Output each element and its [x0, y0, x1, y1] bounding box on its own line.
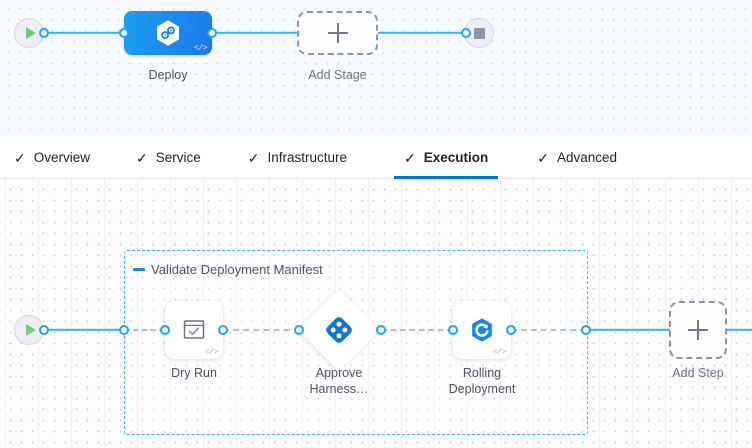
tab-underline-active	[394, 175, 499, 179]
end-input-port[interactable]	[461, 28, 471, 38]
harness-deploy-icon	[157, 20, 179, 46]
add-step-node[interactable]: Add Step	[669, 301, 727, 380]
execution-canvas[interactable]: Validate Deployment Manifest </>	[0, 179, 752, 448]
rolling-input-port[interactable]	[448, 325, 458, 335]
add-stage-label: Add Stage	[308, 68, 367, 82]
tab-service-label: Service	[155, 150, 201, 165]
link-group-addstep	[586, 328, 670, 332]
link-approve-rolling	[381, 329, 453, 331]
tab-infrastructure-label: Infrastructure	[267, 150, 348, 165]
approve-input-port[interactable]	[294, 325, 304, 335]
link-deploy-addstage	[212, 31, 298, 35]
dryrun-input-port[interactable]	[160, 325, 170, 335]
step-card-approve-harness[interactable]	[297, 288, 381, 372]
step-group-title-label: Validate Deployment Manifest	[151, 262, 323, 277]
add-stage-node[interactable]: Add Stage	[297, 11, 378, 82]
step-card-rolling-deployment[interactable]: </>	[453, 301, 511, 359]
plus-icon	[327, 23, 348, 43]
dry-run-checkbox-icon	[183, 320, 205, 339]
approve-icon-wrapper	[324, 315, 354, 345]
tab-execution[interactable]: ✓ Execution	[394, 137, 499, 179]
start-output-port[interactable]	[39, 28, 49, 38]
stage-canvas[interactable]: </> Deploy Add Stage	[0, 0, 752, 137]
check-icon: ✓	[247, 149, 260, 166]
step-code-badge: </>	[493, 348, 506, 357]
step-node-rolling-deployment[interactable]: </> Rolling Deployment	[449, 301, 515, 396]
step-code-badge: </>	[205, 348, 218, 357]
stop-square	[473, 27, 485, 39]
play-triangle	[25, 324, 36, 336]
tab-advanced[interactable]: ✓ Advanced	[537, 137, 617, 179]
check-icon: ✓	[537, 149, 549, 166]
tab-overview-label: Overview	[33, 150, 90, 165]
deploy-output-port[interactable]	[207, 28, 217, 38]
check-icon: ✓	[136, 149, 148, 166]
step-card-dry-run[interactable]: </>	[165, 301, 223, 359]
add-step-label: Add Step	[672, 366, 724, 380]
stage-node-deploy[interactable]: </> Deploy	[124, 11, 212, 82]
deploy-input-port[interactable]	[119, 28, 129, 38]
check-icon: ✓	[14, 149, 26, 166]
step-label-approve-harness: Approve Harness…	[309, 366, 369, 396]
plus-icon	[688, 320, 708, 340]
stage-code-badge: </>	[194, 44, 207, 53]
step-group-title[interactable]: Validate Deployment Manifest	[133, 262, 323, 277]
tab-infrastructure[interactable]: ✓ Infrastructure	[248, 137, 347, 179]
step-node-approve-harness[interactable]: Approve Harness…	[297, 288, 381, 396]
link-addstep-overflow	[727, 328, 752, 332]
dryrun-output-port[interactable]	[218, 325, 228, 335]
group-input-port[interactable]	[119, 325, 129, 335]
tab-execution-label: Execution	[423, 150, 489, 165]
group-output-port[interactable]	[581, 325, 591, 335]
link-start-group	[44, 328, 124, 332]
approve-output-port[interactable]	[376, 325, 386, 335]
play-triangle	[25, 27, 36, 39]
link-dryrun-approve	[223, 329, 300, 331]
rolling-deployment-icon	[472, 318, 492, 342]
stage-card-deploy[interactable]: </>	[124, 11, 212, 55]
link-group-dryrun	[124, 329, 165, 331]
step-label-dry-run: Dry Run	[171, 366, 217, 380]
collapse-minus-icon[interactable]	[133, 268, 145, 271]
tab-service[interactable]: ✓ Service	[136, 137, 201, 179]
add-step-button[interactable]	[669, 301, 727, 359]
step-label-rolling-deployment: Rolling Deployment	[448, 366, 516, 396]
stage-label-deploy: Deploy	[148, 68, 188, 82]
link-start-deploy	[44, 31, 127, 35]
harness-approval-icon	[326, 317, 352, 343]
link-rolling-groupedge	[511, 329, 586, 331]
tab-overview[interactable]: ✓ Overview	[14, 137, 90, 179]
link-addstage-end	[378, 31, 466, 35]
step-node-dry-run[interactable]: </> Dry Run	[165, 301, 223, 380]
rolling-output-port[interactable]	[506, 325, 516, 335]
add-stage-button[interactable]	[297, 11, 378, 55]
execution-start-port[interactable]	[39, 325, 49, 335]
tab-advanced-label: Advanced	[557, 150, 618, 165]
check-icon: ✓	[404, 149, 416, 166]
stage-tabs: ✓ Overview ✓ Service ✓ Infrastructure ✓ …	[0, 137, 752, 179]
